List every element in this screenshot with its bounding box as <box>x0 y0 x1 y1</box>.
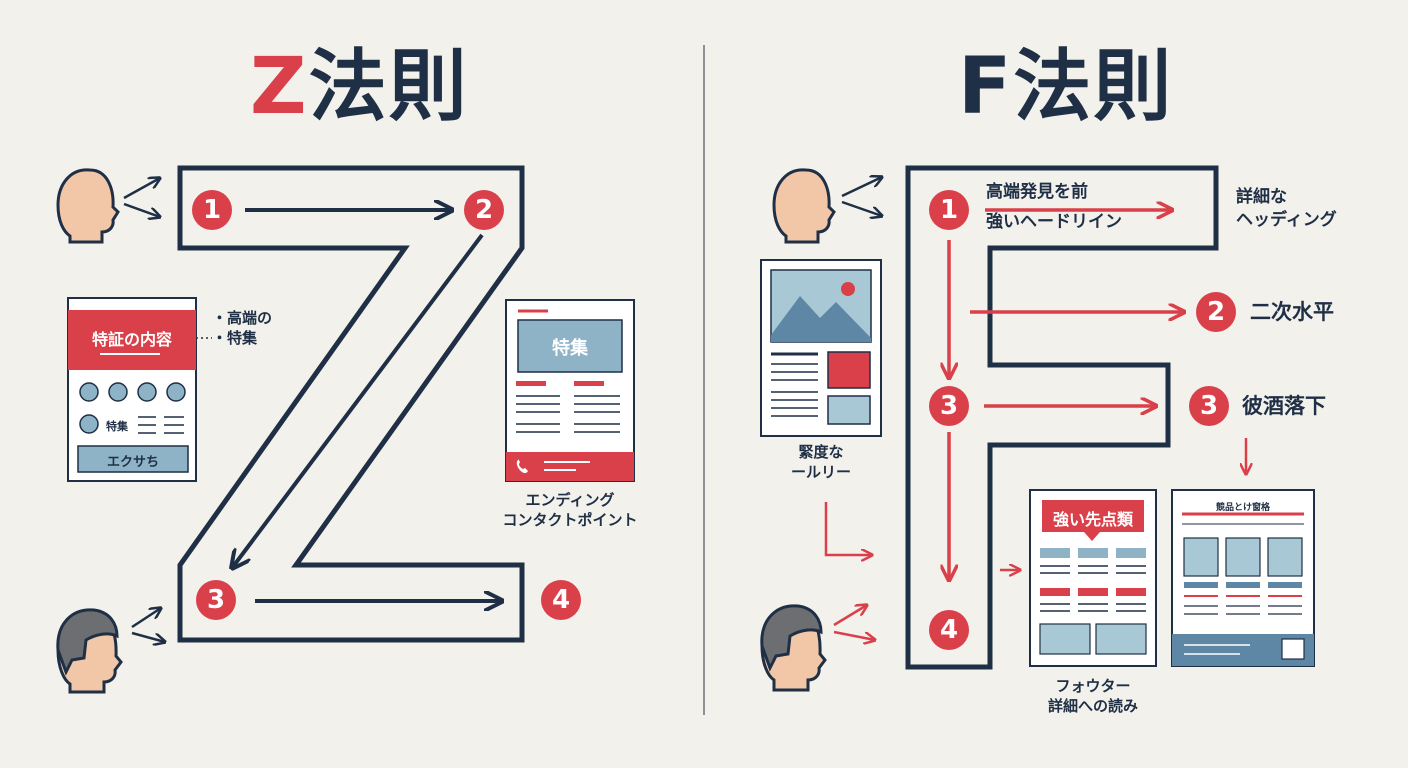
z-left-note: ・高端の ・特集 <box>212 309 273 348</box>
f-card-comparison <box>1171 489 1315 667</box>
z-arrow-2-3 <box>232 233 484 568</box>
f-step-1: 1 <box>929 190 969 230</box>
z-left-card-button: エクサち <box>106 455 159 470</box>
z-left-card-header: 特証の内容 <box>91 330 172 349</box>
z-right-card <box>505 299 635 482</box>
f-rule-title: F法則 <box>958 42 1174 132</box>
f-card1-header: 強い先点類 <box>1052 510 1133 529</box>
z-right-card-header: 特集 <box>552 338 588 359</box>
f-bottom-caption: フォウター 詳細への読み <box>1047 677 1138 716</box>
f-shape-outline <box>905 165 1219 670</box>
z-right-caption: エンディング コンタクトポイント <box>502 491 638 530</box>
z-shape-outline <box>177 165 525 643</box>
z-left-card-item-label: 特集 <box>106 420 128 433</box>
f-viewer-head-bottom <box>760 604 827 692</box>
f-viewer-head-top <box>772 168 836 244</box>
f-arrow-from-mag <box>824 502 872 555</box>
z-step-4: 4 <box>541 580 581 620</box>
z-step-1: 1 <box>192 190 232 230</box>
f-magazine-caption: 緊度な ールリー <box>790 443 851 482</box>
f-magazine-card <box>760 259 882 437</box>
z-viewer-head-bottom <box>56 608 123 694</box>
f-step-3-label-badge: 3 <box>1189 386 1229 426</box>
z-viewer-head-top <box>56 168 120 244</box>
center-divider <box>703 45 705 715</box>
f-card-strong-points <box>1029 489 1157 667</box>
f-top-text: 高端発見を前 強いヘードリイン <box>986 182 1122 232</box>
z-step-3: 3 <box>196 580 236 620</box>
f-step3-label: 彼酒落下 <box>1242 394 1326 418</box>
z-rule-title: Z法則 <box>250 42 469 132</box>
f-step-4: 4 <box>929 610 969 650</box>
f-step-2: 2 <box>1196 292 1236 332</box>
f-top-right-label: 詳細な ヘッディング <box>1236 187 1337 230</box>
f-step2-label: 二次水平 <box>1250 300 1334 324</box>
f-card2-header: 競品とけ窗格 <box>1215 503 1270 513</box>
z-left-card <box>67 297 197 482</box>
z-step-2: 2 <box>464 190 504 230</box>
f-step-3: 3 <box>929 386 969 426</box>
